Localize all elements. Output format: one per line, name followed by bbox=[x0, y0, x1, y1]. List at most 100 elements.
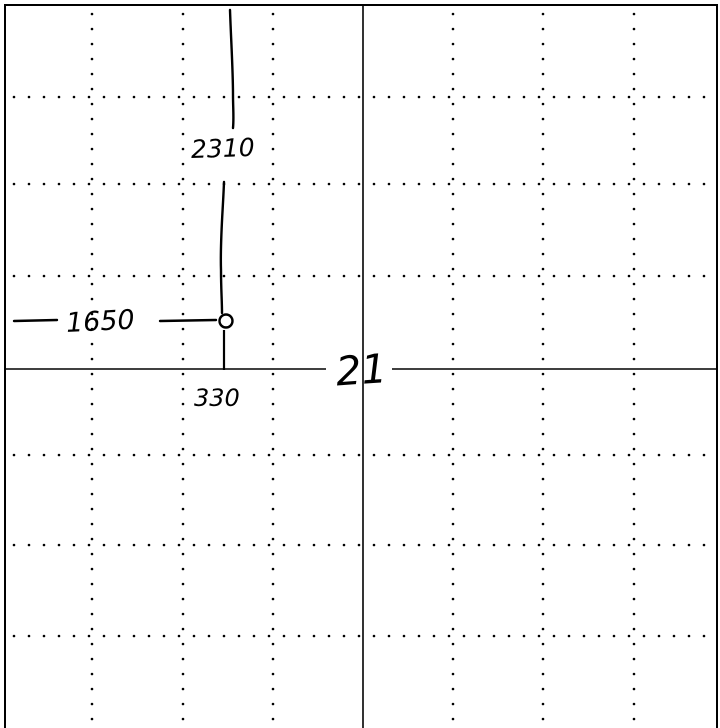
grid-dot bbox=[451, 342, 455, 346]
grid-dot bbox=[282, 182, 286, 186]
grid-dot bbox=[541, 132, 545, 136]
grid-dot bbox=[90, 387, 94, 391]
grid-dot bbox=[271, 432, 275, 436]
grid-dot bbox=[627, 274, 631, 278]
quadrant-label: 21 bbox=[334, 346, 388, 395]
grid-dot bbox=[90, 492, 94, 496]
grid-dot bbox=[177, 95, 181, 99]
grid-dot bbox=[271, 207, 275, 211]
grid-dot bbox=[627, 95, 631, 99]
grid-dot bbox=[271, 267, 275, 271]
grid-dot bbox=[541, 252, 545, 256]
grid-dot bbox=[451, 492, 455, 496]
grid-dot bbox=[451, 117, 455, 121]
grid-dot bbox=[90, 162, 94, 166]
grid-dot bbox=[42, 274, 46, 278]
grid-dot bbox=[567, 274, 571, 278]
grid-dot bbox=[102, 453, 106, 457]
grid-dot bbox=[312, 634, 316, 638]
grid-dot bbox=[451, 267, 455, 271]
grid-dot bbox=[237, 182, 241, 186]
grid-dot bbox=[632, 432, 636, 436]
grid-dot bbox=[372, 95, 376, 99]
grid-dot bbox=[282, 95, 286, 99]
grid-dot bbox=[541, 12, 545, 16]
grid-dot bbox=[451, 282, 455, 286]
grid-dot bbox=[632, 72, 636, 76]
grid-dot bbox=[417, 182, 421, 186]
grid-dot bbox=[132, 274, 136, 278]
grid-dot bbox=[492, 274, 496, 278]
grid-dot bbox=[237, 543, 241, 547]
grid-dot bbox=[147, 634, 151, 638]
grid-dot bbox=[541, 27, 545, 31]
grid-dot bbox=[271, 567, 275, 571]
grid-dot bbox=[90, 282, 94, 286]
grid-dot bbox=[192, 274, 196, 278]
grid-dot bbox=[552, 453, 556, 457]
grid-dot bbox=[632, 282, 636, 286]
grid-dot bbox=[672, 274, 676, 278]
grid-dot bbox=[271, 192, 275, 196]
grid-dot bbox=[687, 453, 691, 457]
grid-dot bbox=[27, 182, 31, 186]
grid-dot bbox=[90, 117, 94, 121]
grid-dot bbox=[552, 182, 556, 186]
grid-dot bbox=[541, 432, 545, 436]
grid-dot bbox=[451, 642, 455, 646]
grid-dot bbox=[271, 717, 275, 721]
grid-dot bbox=[432, 453, 436, 457]
grid-dot bbox=[477, 182, 481, 186]
grid-dot bbox=[372, 543, 376, 547]
grid-dot bbox=[642, 95, 646, 99]
grid-dot bbox=[552, 95, 556, 99]
grid-dot bbox=[541, 177, 545, 181]
grid-dot bbox=[90, 507, 94, 511]
grid-dot bbox=[451, 702, 455, 706]
grid-dot bbox=[541, 642, 545, 646]
grid-dot bbox=[132, 95, 136, 99]
grid-dot bbox=[632, 642, 636, 646]
grid-dot bbox=[312, 182, 316, 186]
grid-dot bbox=[90, 237, 94, 241]
grid-dot bbox=[541, 372, 545, 376]
grid-dot bbox=[271, 687, 275, 691]
grid-dot bbox=[237, 634, 241, 638]
grid-dot bbox=[541, 567, 545, 571]
grid-dot bbox=[567, 95, 571, 99]
grid-dot bbox=[451, 462, 455, 466]
grid-dot bbox=[181, 312, 185, 316]
grid-dot bbox=[181, 447, 185, 451]
grid-dot bbox=[632, 552, 636, 556]
grid-dot bbox=[522, 543, 526, 547]
grid-dot bbox=[271, 582, 275, 586]
grid-dot bbox=[522, 634, 526, 638]
grid-dot bbox=[271, 522, 275, 526]
grid-dot bbox=[271, 597, 275, 601]
grid-dot bbox=[477, 95, 481, 99]
grid-dot bbox=[507, 634, 511, 638]
grid-dot bbox=[537, 182, 541, 186]
grid-dot bbox=[267, 543, 271, 547]
grid-dot bbox=[87, 182, 91, 186]
grid-dot bbox=[462, 274, 466, 278]
grid-dot bbox=[492, 95, 496, 99]
grid-dot bbox=[90, 252, 94, 256]
grid-dot bbox=[42, 182, 46, 186]
grid-dot bbox=[632, 387, 636, 391]
grid-dot bbox=[327, 453, 331, 457]
grid-dot bbox=[271, 132, 275, 136]
grid-dot bbox=[541, 627, 545, 631]
grid-dot bbox=[90, 672, 94, 676]
circle-marker-icon bbox=[218, 313, 234, 329]
grid-dot bbox=[102, 543, 106, 547]
hand-line-top bbox=[228, 8, 235, 130]
grid-dot bbox=[271, 327, 275, 331]
grid-dot bbox=[12, 95, 16, 99]
grid-dot bbox=[181, 57, 185, 61]
grid-dot bbox=[271, 507, 275, 511]
grid-dot bbox=[90, 642, 94, 646]
grid-dot bbox=[492, 634, 496, 638]
grid-dot bbox=[27, 95, 31, 99]
